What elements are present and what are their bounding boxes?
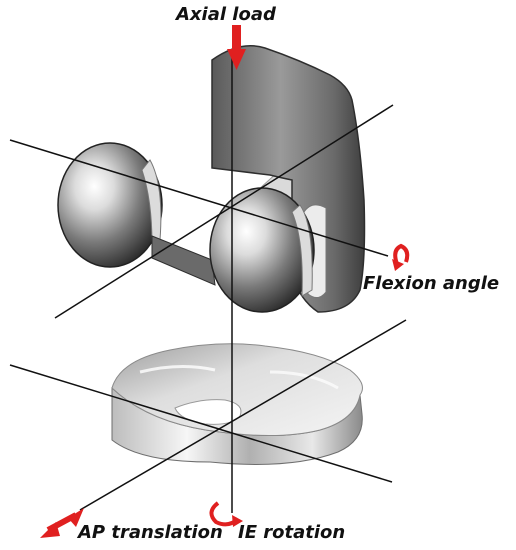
upper-ap-axis-line <box>54 104 394 319</box>
upper-flexion-axis-line <box>9 139 389 257</box>
lower-ap-axis-line <box>79 319 407 511</box>
flexion-rotation-arrow <box>392 243 410 271</box>
axial-load-arrow <box>227 25 246 70</box>
ie-rotation-arrow <box>209 501 243 527</box>
femoral-component <box>57 45 366 313</box>
ap-translation-label: AP translation <box>78 522 223 543</box>
ie-rotation-label: IE rotation <box>238 522 346 543</box>
tibial-insert <box>111 343 363 465</box>
axis-lines <box>9 58 407 513</box>
flexion-angle-label: Flexion angle <box>363 273 500 294</box>
ap-translation-arrow <box>40 508 84 538</box>
axial-load-label: Axial load <box>176 4 276 25</box>
lower-horizontal-axis-line <box>9 364 393 483</box>
